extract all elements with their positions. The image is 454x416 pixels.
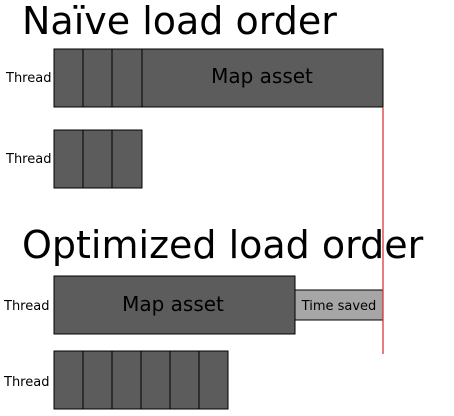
- optimized-thread1-label: Thread: [3, 299, 49, 314]
- optimized-thread2-block-6: [198, 350, 229, 410]
- naive-thread1-blocks: [53, 48, 384, 108]
- naive-map-asset-label: Map asset: [211, 64, 313, 88]
- time-saved-label: Time saved: [301, 299, 377, 314]
- naive-thread1-block-1: [53, 48, 84, 108]
- naive-thread1-block-2: [82, 48, 113, 108]
- optimized-map-asset-label: Map asset: [122, 292, 224, 316]
- optimized-thread2-block-3: [111, 350, 142, 410]
- naive-title: Naïve load order: [22, 0, 337, 43]
- naive-thread1-label: Thread: [5, 71, 51, 86]
- optimized-thread2-block-5: [169, 350, 200, 410]
- optimized-thread2-blocks: [53, 350, 229, 410]
- naive-thread1-block-3: [111, 48, 143, 108]
- optimized-title: Optimized load order: [22, 223, 424, 267]
- naive-thread2-blocks: [53, 129, 143, 189]
- naive-thread2-block-1: [53, 129, 84, 189]
- optimized-thread2-block-2: [82, 350, 113, 410]
- naive-thread1-map-asset-block: [141, 48, 384, 108]
- naive-thread2-label: Thread: [5, 152, 51, 167]
- optimized-thread1-map-asset-block: [53, 275, 296, 335]
- optimized-thread1-blocks: [53, 275, 384, 335]
- optimized-thread2-block-4: [140, 350, 171, 410]
- naive-thread2-block-2: [82, 129, 113, 189]
- naive-thread2-block-3: [111, 129, 143, 189]
- optimized-thread2-block-1: [53, 350, 84, 410]
- optimized-time-saved-block: [294, 289, 384, 321]
- optimized-thread2-label: Thread: [3, 375, 49, 390]
